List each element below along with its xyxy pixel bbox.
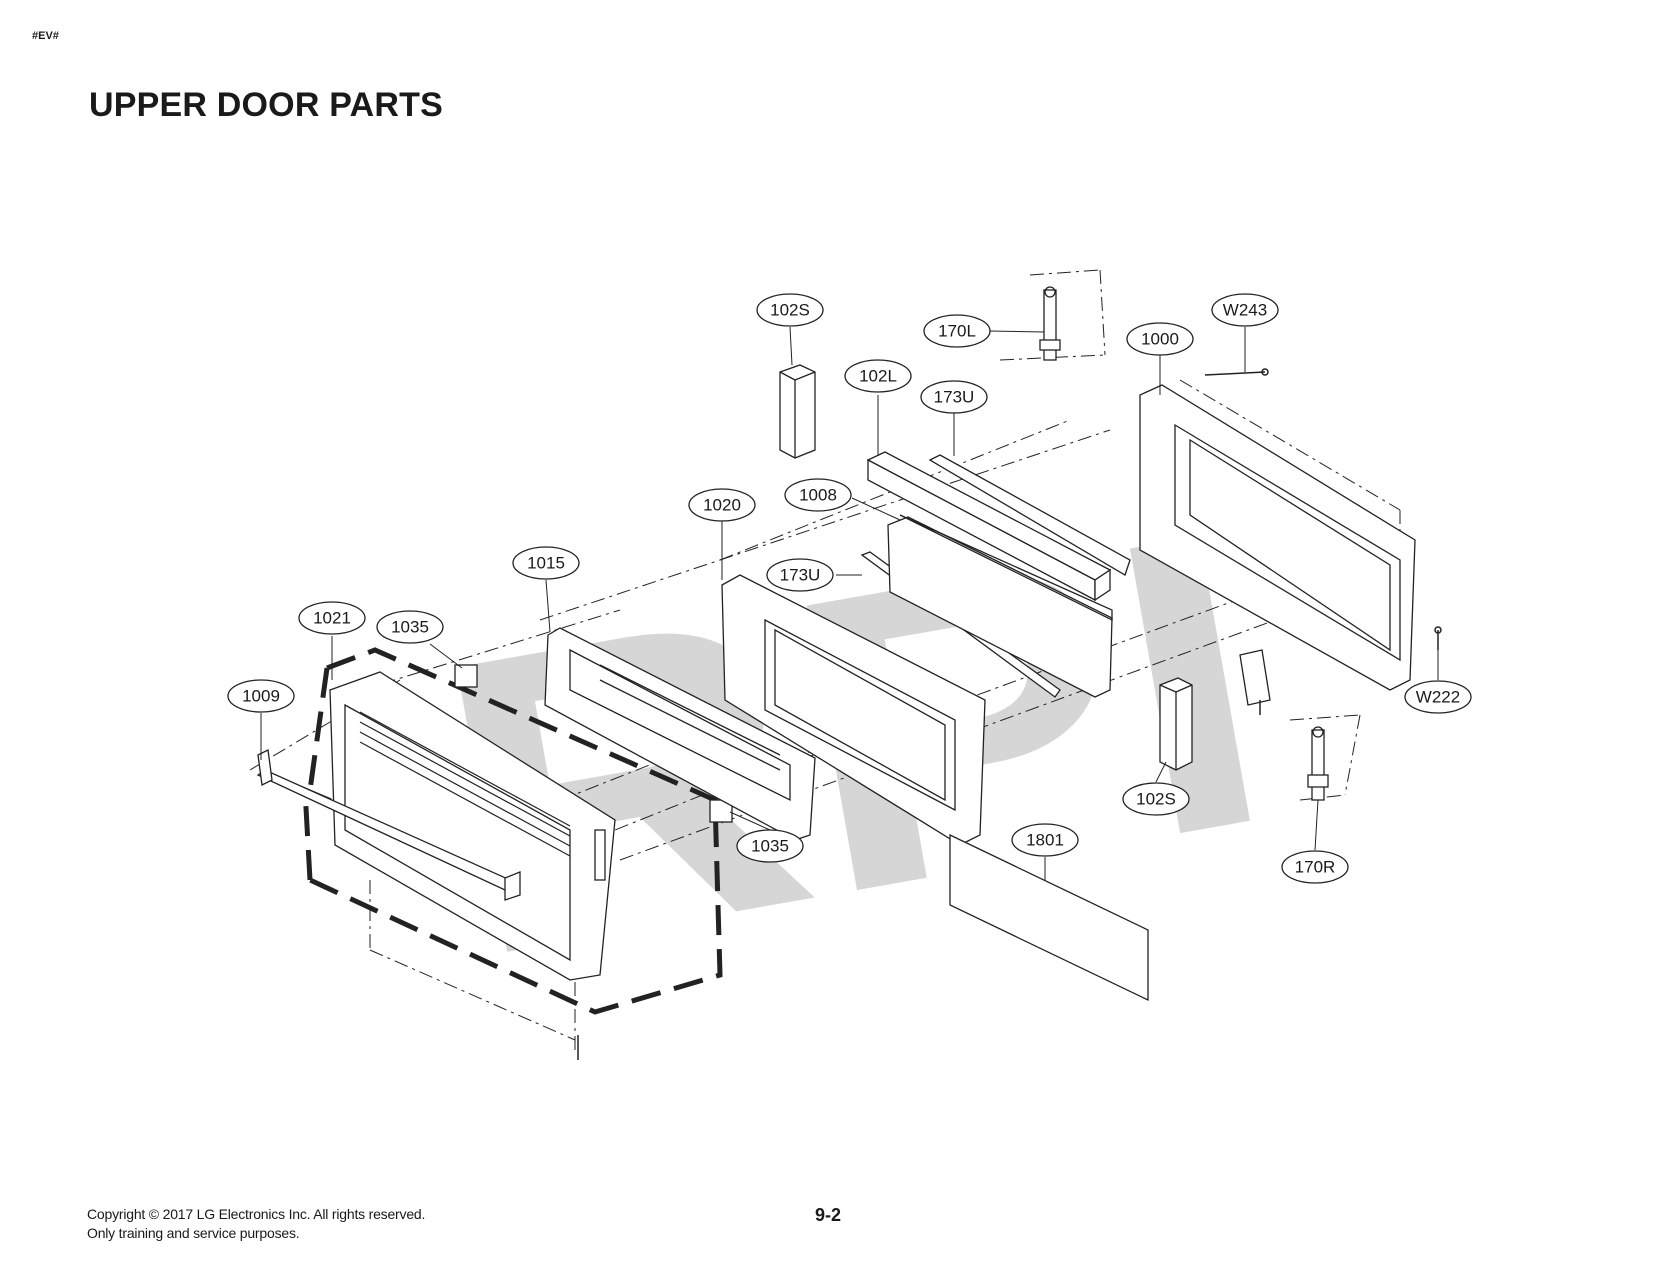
footer-copyright: Copyright © 2017 LG Electronics Inc. All… <box>87 1205 425 1243</box>
callout-173u-top: 173U <box>920 380 988 414</box>
copyright-line-1: Copyright © 2017 LG Electronics Inc. All… <box>87 1206 426 1222</box>
part-102s-top-block <box>779 364 816 459</box>
page-number: 9-2 <box>815 1205 842 1225</box>
screws <box>577 368 1442 1060</box>
header-tag: #EV# <box>32 30 59 42</box>
callout-102s-top: 102S <box>756 293 824 327</box>
part-1021-gasket-left <box>307 667 330 791</box>
copyright-line-2: Only training and service purposes. <box>87 1225 300 1241</box>
svg-text:W243: W243 <box>1223 301 1267 320</box>
part-102s-bottom-block <box>1159 677 1193 771</box>
callout-173u-mid: 173U <box>766 558 834 592</box>
callout-1035-top: 1035 <box>376 610 444 644</box>
svg-text:1000: 1000 <box>1141 330 1179 349</box>
part-1009-front-panel <box>256 671 616 981</box>
callout-1000: 1000 <box>1126 322 1194 356</box>
svg-text:1020: 1020 <box>703 496 741 515</box>
callout-170l: 170L <box>923 314 991 348</box>
part-1015-inner-frame <box>544 627 816 841</box>
part-170l-hinge <box>1039 286 1061 361</box>
svg-text:170R: 170R <box>1295 858 1336 877</box>
part-bracket <box>1239 649 1271 706</box>
part-1035-hinge-top <box>454 664 478 688</box>
leader-lines <box>260 326 1439 880</box>
callout-w222: W222 <box>1404 680 1472 714</box>
vent-slots <box>359 711 571 857</box>
part-1000-door-liner <box>1139 384 1416 691</box>
svg-text:1009: 1009 <box>242 687 280 706</box>
svg-text:170L: 170L <box>938 322 976 341</box>
page-title: UPPER DOOR PARTS <box>89 86 443 124</box>
callout-1801: 1801 <box>1011 823 1079 857</box>
callout-1020: 1020 <box>688 488 756 522</box>
svg-text:173U: 173U <box>934 388 975 407</box>
callout-w243: W243 <box>1211 293 1279 327</box>
svg-text:102L: 102L <box>859 367 897 386</box>
part-1008-glass-back <box>899 514 1113 622</box>
callout-1021: 1021 <box>298 601 366 635</box>
svg-text:173U: 173U <box>780 566 821 585</box>
callout-102s-bot: 102S <box>1122 782 1190 816</box>
svg-text:102S: 102S <box>770 301 810 320</box>
callouts: 102S 170L W243 1000 102L 173U 1020 1008 … <box>227 293 1472 884</box>
callout-1015: 1015 <box>512 546 580 580</box>
svg-text:1801: 1801 <box>1026 831 1064 850</box>
svg-text:W222: W222 <box>1416 688 1460 707</box>
diagram-drawing <box>249 269 1442 1060</box>
callout-1009: 1009 <box>227 679 295 713</box>
callout-170r: 170R <box>1281 850 1349 884</box>
part-1008-glass <box>887 516 1113 698</box>
part-173u-top-rail <box>928 454 1131 576</box>
svg-text:1008: 1008 <box>799 486 837 505</box>
part-1801-label <box>949 833 1149 1002</box>
svg-text:1035: 1035 <box>391 618 429 637</box>
callout-102l: 102L <box>844 359 912 393</box>
part-1020-inner-door <box>721 574 986 846</box>
part-1021-gasket <box>308 647 723 1015</box>
screw-w243 <box>1204 371 1266 376</box>
part-170r-hinge <box>1307 726 1329 801</box>
svg-text:1035: 1035 <box>751 837 789 856</box>
callout-1035-bot: 1035 <box>736 829 804 863</box>
svg-text:1015: 1015 <box>527 554 565 573</box>
svg-text:102S: 102S <box>1136 790 1176 809</box>
part-102l-insulation <box>866 451 1112 602</box>
callout-1008: 1008 <box>784 478 852 512</box>
svg-text:1021: 1021 <box>313 609 351 628</box>
